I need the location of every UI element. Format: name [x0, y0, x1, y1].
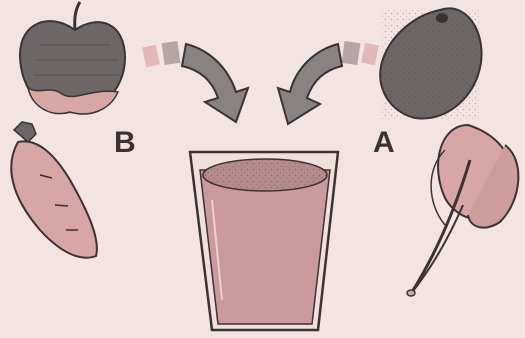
carrot-icon	[11, 122, 97, 258]
juice-glass-icon	[190, 152, 338, 330]
label-b: B	[114, 128, 136, 158]
spinach-icon	[407, 125, 518, 296]
avocado-icon	[380, 8, 482, 120]
label-a: A	[373, 128, 395, 158]
arrow-left-to-glass	[142, 41, 248, 122]
apple-icon	[20, 2, 125, 114]
arrow-right-to-glass	[278, 41, 379, 124]
